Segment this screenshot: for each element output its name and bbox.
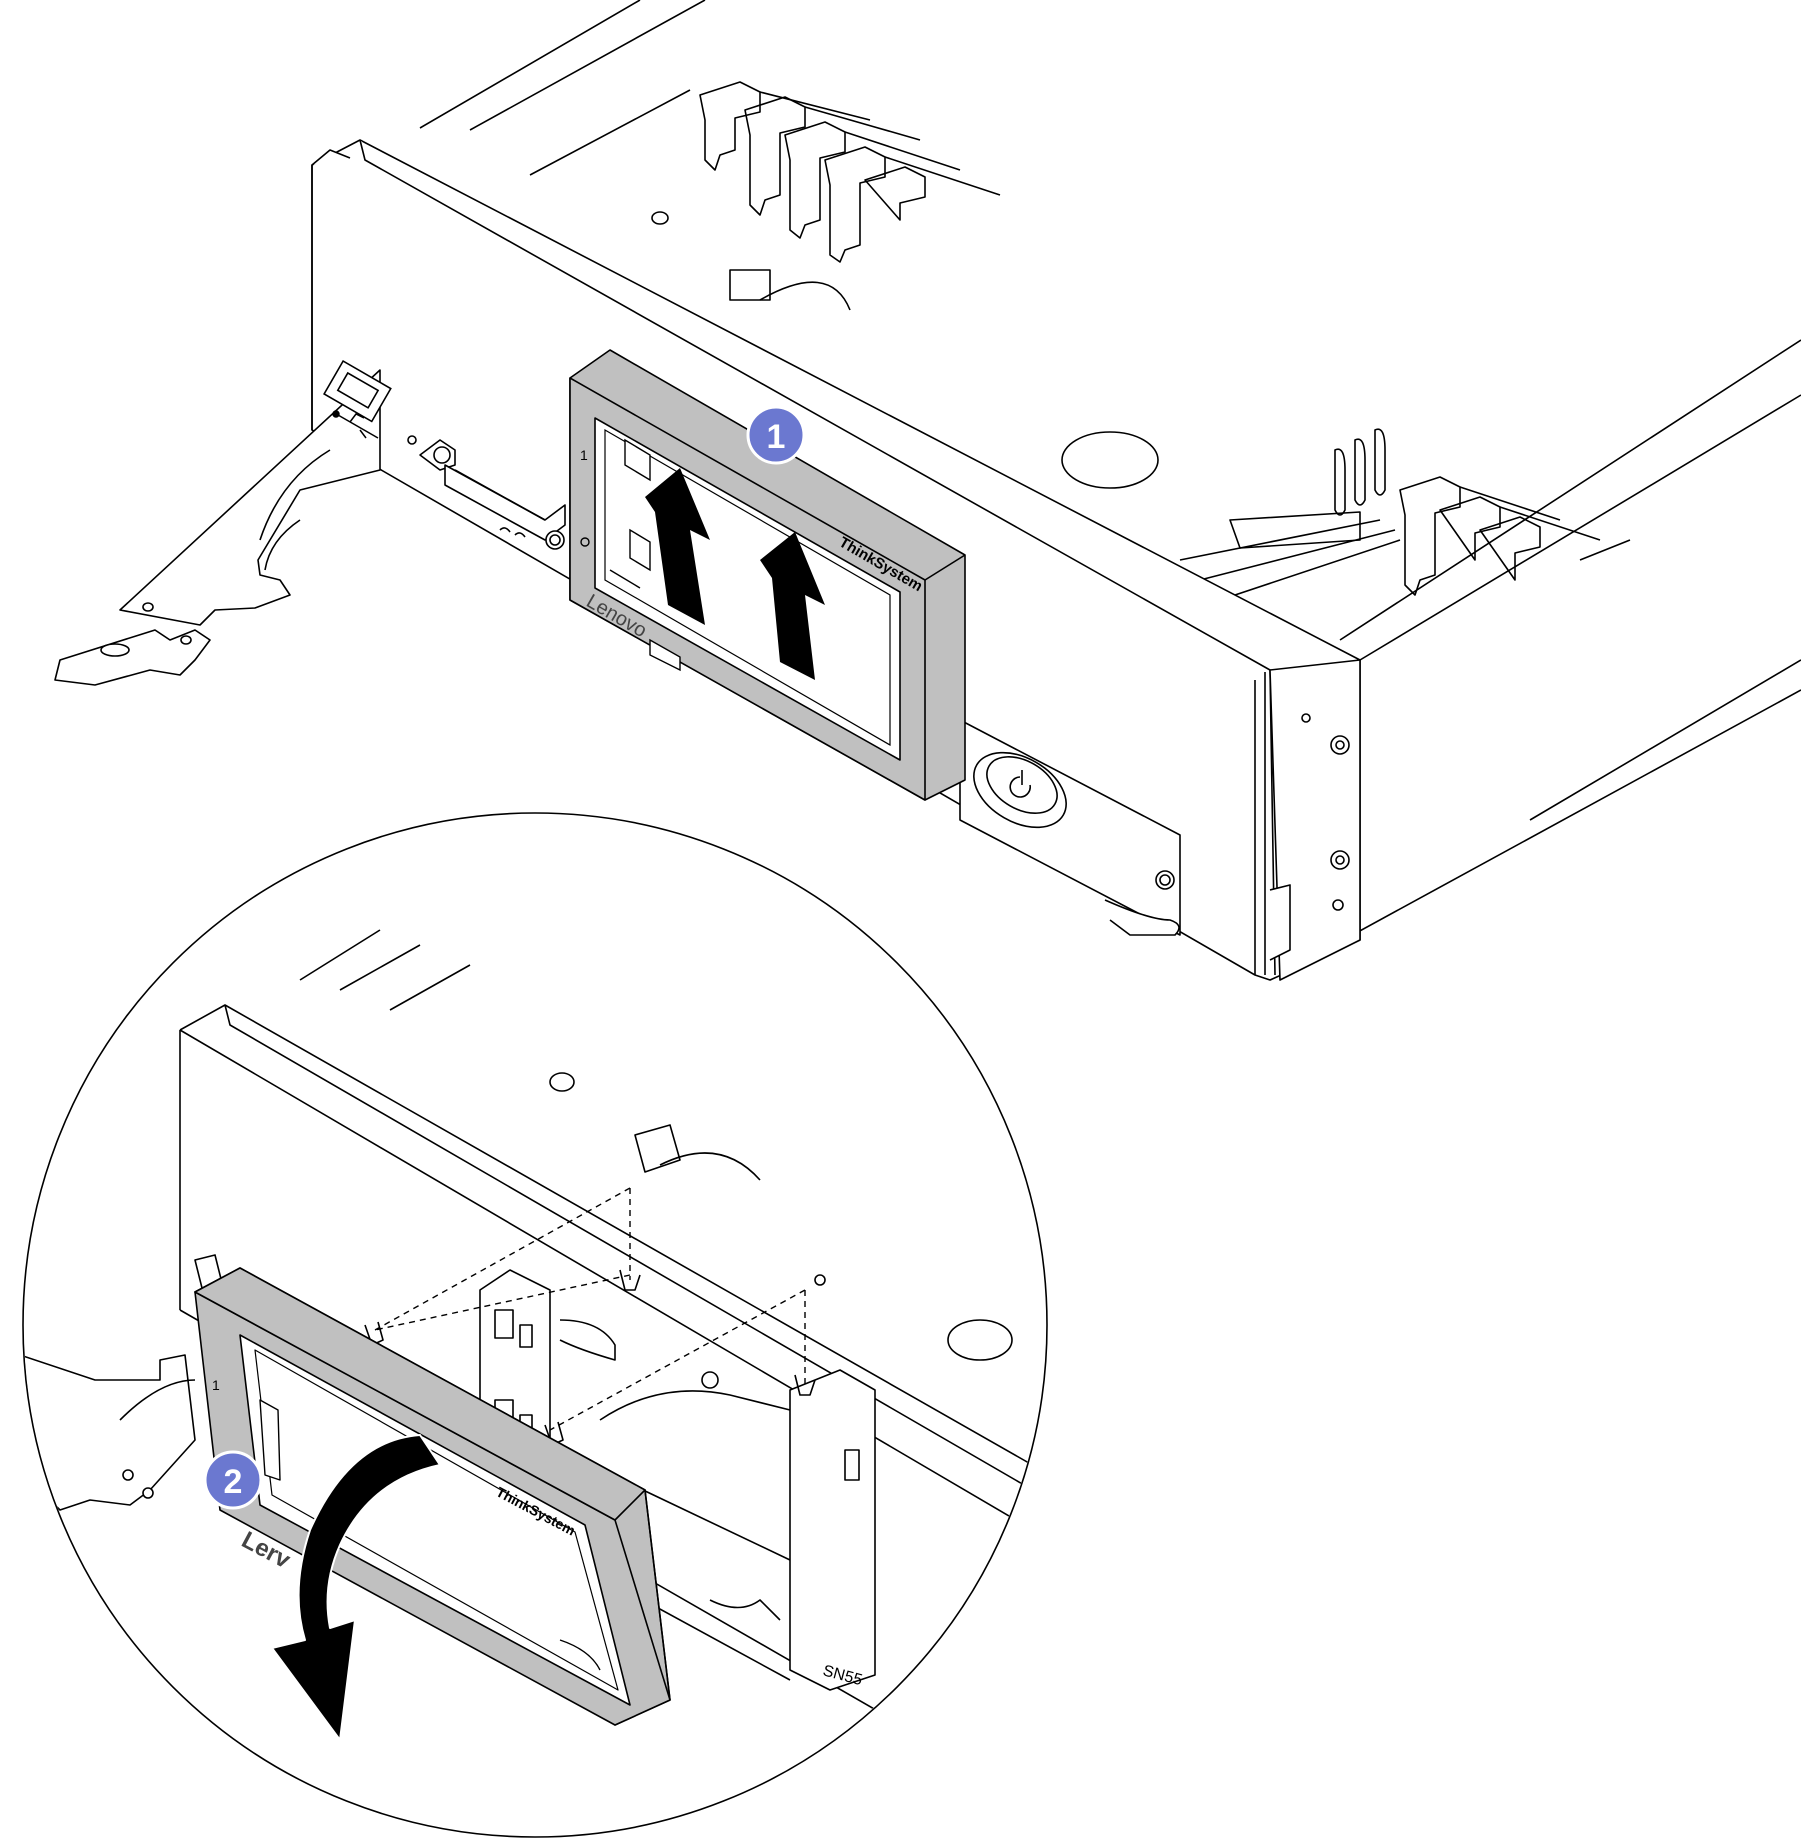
release-latch <box>54 369 381 686</box>
callout-2-badge <box>203 1450 263 1510</box>
detail-view: 1 Lerv ThinkSystem SN55 2 <box>22 812 1048 1838</box>
dimm-connectors-top <box>699 81 1001 263</box>
callout-2: 2 <box>203 1450 263 1510</box>
vga-connector <box>407 435 566 550</box>
usb-port <box>323 359 392 423</box>
bezel-slot-label: 1 <box>580 447 588 463</box>
callout-1-badge <box>746 405 806 465</box>
alignment-guide-lines <box>374 1187 806 1431</box>
detail-bezel-slot-label: 1 <box>212 1377 220 1393</box>
chassis-side-ear <box>1269 659 1361 981</box>
up-arrow-icon <box>645 468 710 625</box>
callout-1-number: 1 <box>767 418 786 456</box>
callout-2-number: 2 <box>224 1463 243 1501</box>
up-arrow-icon <box>760 532 825 680</box>
power-button-icon <box>1009 770 1031 798</box>
callout-1: 1 <box>746 405 806 465</box>
top-bezel: 1 Lenovo ThinkSystem <box>569 349 966 801</box>
dimm-connectors-right <box>1399 476 1601 596</box>
rotate-down-arrow-icon <box>271 1434 441 1741</box>
usb-icon <box>332 410 379 439</box>
